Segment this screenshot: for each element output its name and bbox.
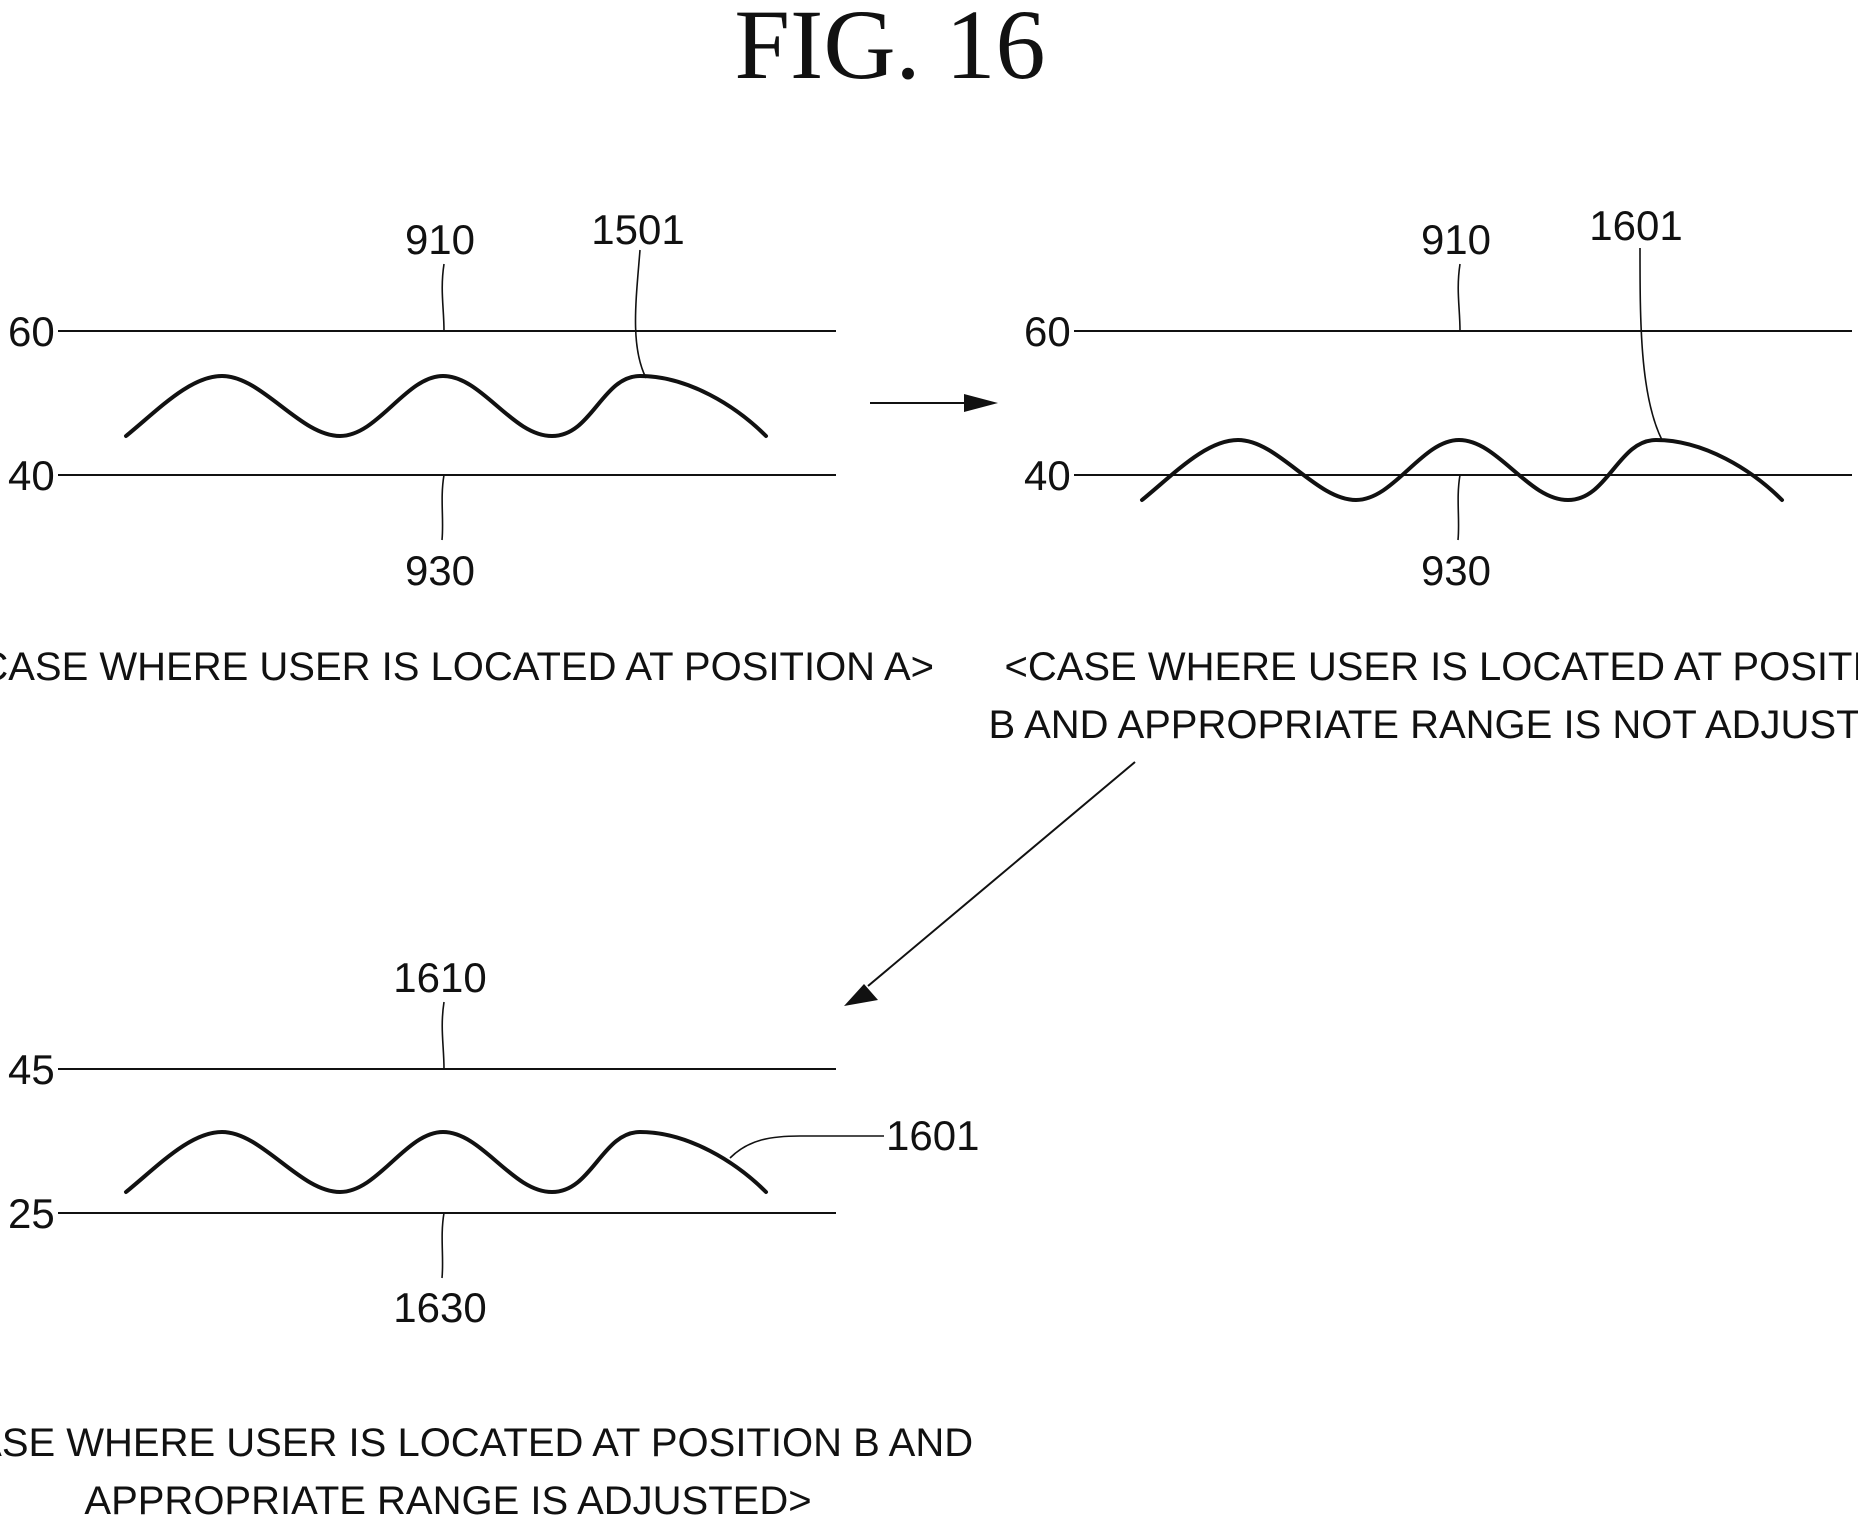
wave-reference: 1601 — [1589, 202, 1682, 249]
transition-arrow-right — [870, 394, 998, 412]
lower-line-reference: 930 — [405, 547, 475, 594]
lower-value-label: 40 — [8, 452, 55, 499]
lower-line-leader — [442, 1213, 444, 1278]
panel-caption-line: B AND APPROPRIATE RANGE IS NOT ADJUSTED> — [989, 703, 1858, 747]
panel-caption-line: <CASE WHERE USER IS LOCATED AT POSITION … — [0, 645, 934, 689]
upper-value-label: 60 — [8, 308, 55, 355]
wave-leader — [1640, 248, 1662, 440]
figure-title: FIG. 16 — [734, 0, 1045, 100]
upper-value-label: 45 — [8, 1046, 55, 1093]
wave-leader — [636, 250, 647, 378]
upper-line-leader — [442, 1002, 444, 1069]
lower-value-label: 40 — [1024, 452, 1071, 499]
upper-value-label: 60 — [1024, 308, 1071, 355]
upper-line-reference: 910 — [405, 216, 475, 263]
panel-caption-line: <CASE WHERE USER IS LOCATED AT POSITION — [1004, 645, 1858, 689]
panel-position-a: 60 40 910 930 1501 <CASE WHERE USER IS L… — [0, 206, 934, 689]
panel-caption-line: <CASE WHERE USER IS LOCATED AT POSITION … — [0, 1421, 973, 1465]
signal-wave — [1142, 440, 1782, 500]
lower-line-leader — [1458, 475, 1460, 540]
upper-line-reference: 910 — [1421, 216, 1491, 263]
signal-wave — [126, 376, 766, 436]
lower-line-reference: 930 — [1421, 547, 1491, 594]
panel-position-b-not-adjusted: 60 40 910 930 1601 <CASE WHERE USER IS L… — [989, 202, 1858, 747]
upper-line-reference: 1610 — [393, 954, 486, 1001]
wave-leader — [730, 1136, 884, 1158]
panel-position-b-adjusted: 45 25 1610 1630 1601 <CASE WHERE USER IS… — [0, 954, 979, 1523]
signal-wave — [126, 1132, 766, 1192]
upper-line-leader — [1458, 264, 1460, 331]
lower-line-leader — [442, 475, 444, 540]
transition-arrow-diagonal — [844, 762, 1135, 1006]
wave-reference: 1601 — [886, 1112, 979, 1159]
upper-line-leader — [442, 264, 444, 331]
panel-caption-line: APPROPRIATE RANGE IS ADJUSTED> — [84, 1479, 811, 1523]
lower-line-reference: 1630 — [393, 1284, 486, 1331]
lower-value-label: 25 — [8, 1190, 55, 1237]
wave-reference: 1501 — [591, 206, 684, 253]
